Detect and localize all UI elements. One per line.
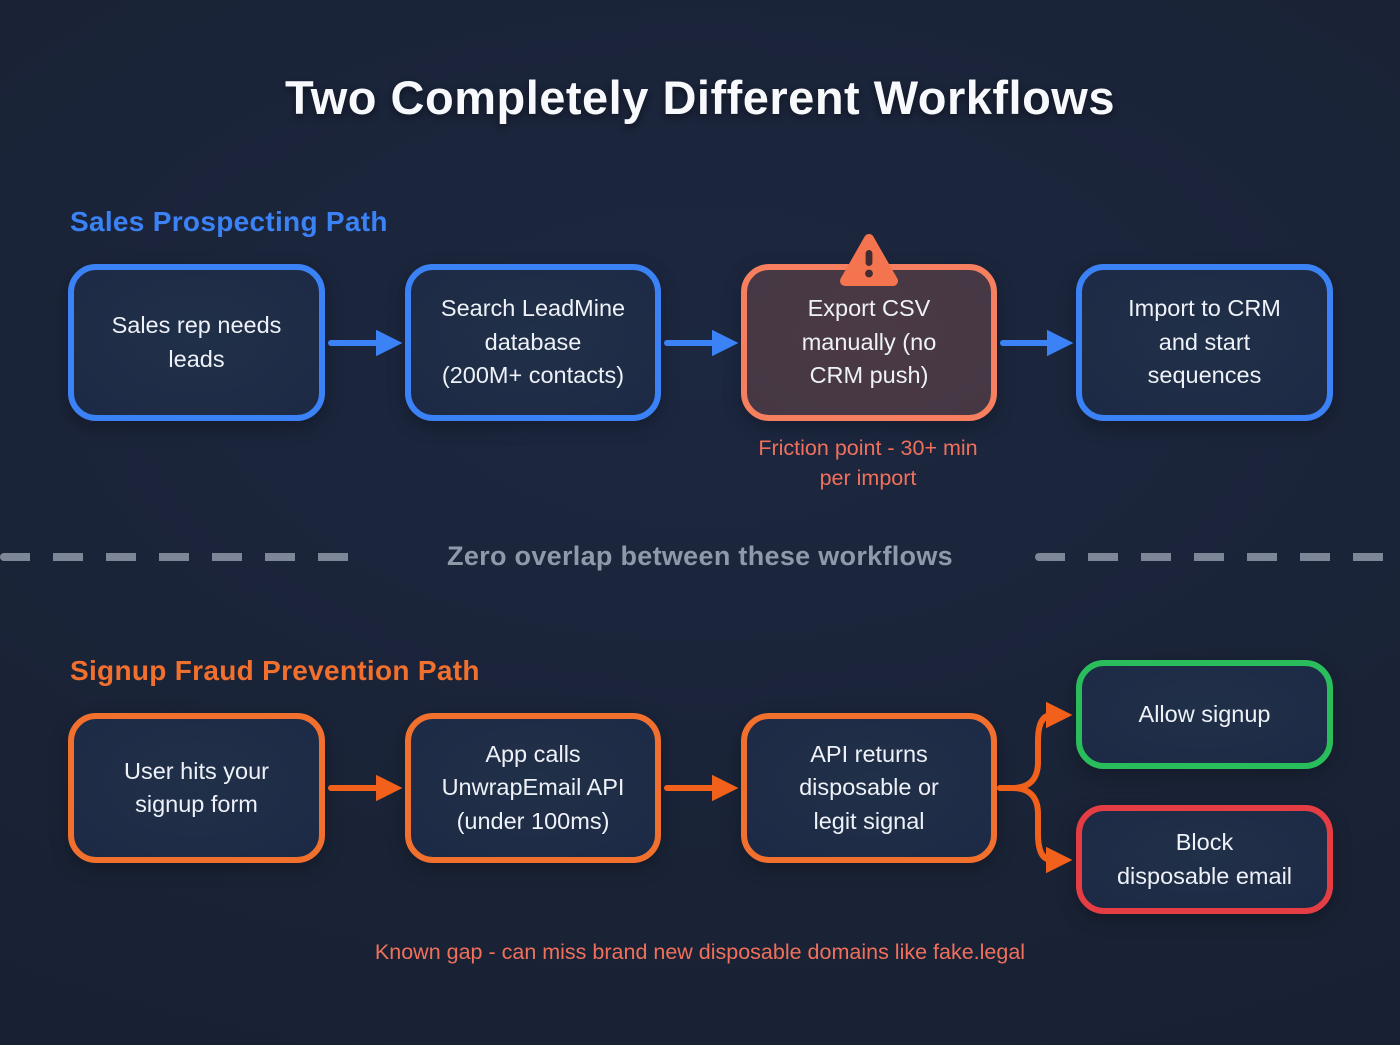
node-app-calls-unwrapemail-api: App calls UnwrapEmail API (under 100ms) <box>405 713 661 863</box>
node-export-csv-manually: Export CSV manually (no CRM push) <box>741 264 997 421</box>
sales-path-heading: Sales Prospecting Path <box>70 206 388 237</box>
node-user-hits-signup-form: User hits your signup form <box>68 713 325 863</box>
node-label: Export CSV manually (no CRM push) <box>801 295 937 389</box>
fraud-path-heading: Signup Fraud Prevention Path <box>70 655 480 686</box>
node-label: Block disposable email <box>1116 829 1293 889</box>
node-label: API returns disposable or legit signal <box>799 740 939 834</box>
arrow-allow-branch <box>997 701 1073 791</box>
page-title: Two Completely Different Workflows <box>285 71 1115 124</box>
node-import-to-crm: Import to CRM and start sequences <box>1076 264 1333 421</box>
node-block-disposable-email: Block disposable email <box>1076 805 1333 914</box>
divider-label: Zero overlap between these workflows <box>447 541 953 571</box>
node-label: App calls UnwrapEmail API (under 100ms) <box>441 740 625 834</box>
friction-point-note: Friction point - 30+ min per import <box>758 436 978 490</box>
known-gap-note: Known gap - can miss brand new disposabl… <box>374 940 1026 964</box>
node-sales-rep-needs-leads: Sales rep needs leads <box>68 264 325 421</box>
node-label: User hits your signup form <box>124 757 269 817</box>
node-search-leadmine-database: Search LeadMine database (200M+ contacts… <box>405 264 661 421</box>
node-label: Allow signup <box>1138 700 1271 727</box>
arrow-block-branch <box>997 785 1073 874</box>
node-label: Search LeadMine database (200M+ contacts… <box>440 295 626 389</box>
node-label: Sales rep needs leads <box>111 312 282 372</box>
node-allow-signup: Allow signup <box>1076 660 1333 769</box>
divider-dash-left <box>0 553 370 561</box>
node-api-returns-signal: API returns disposable or legit signal <box>741 713 997 863</box>
warning-triangle-icon <box>840 234 898 286</box>
divider-dash-right <box>1035 553 1400 561</box>
node-label: Import to CRM and start sequences <box>1128 295 1281 389</box>
